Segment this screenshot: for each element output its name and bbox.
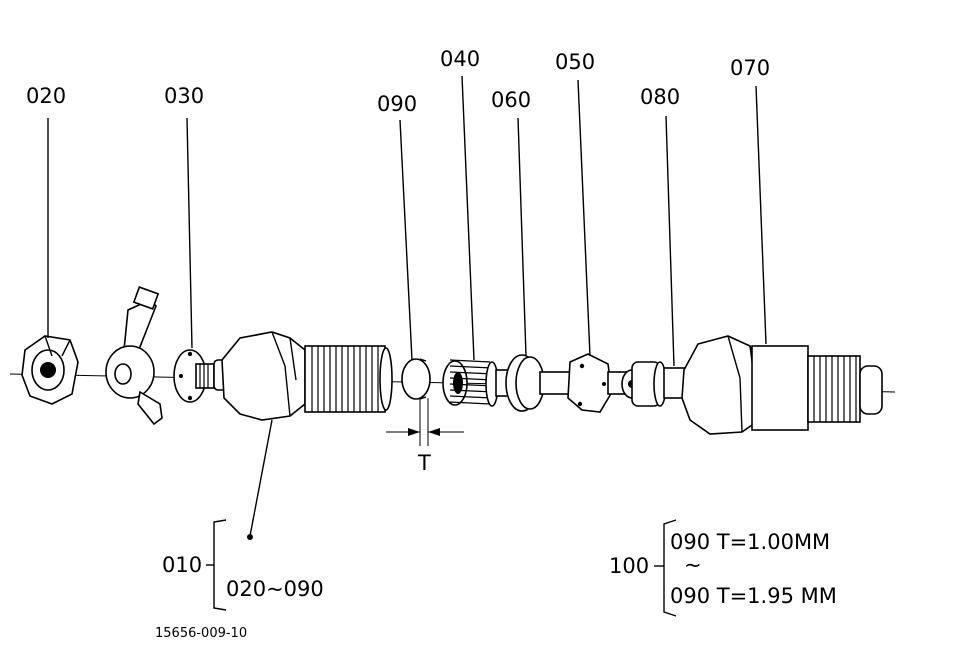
- label-050: 050: [555, 50, 595, 74]
- bracket-010: [206, 519, 227, 611]
- label-dim-t: T: [417, 451, 431, 475]
- part-010-holder-body: [221, 331, 393, 421]
- label-090: 090: [377, 92, 417, 116]
- label-030: 030: [164, 84, 204, 108]
- banjo-fitting: [105, 286, 163, 426]
- label-shim-tilde: ~: [684, 553, 702, 577]
- label-080: 080: [640, 85, 680, 109]
- part-060-washer: [495, 354, 577, 412]
- part-090-shim: [401, 358, 431, 400]
- nozzle-tip: [621, 361, 667, 407]
- part-020-nut: [21, 335, 79, 405]
- label-100: 100: [609, 554, 649, 578]
- reference-code: 15656-009-10: [155, 626, 247, 641]
- label-shim-min: 090 T=1.00MM: [670, 530, 830, 554]
- label-070: 070: [730, 56, 770, 80]
- label-060: 060: [491, 88, 531, 112]
- dimension-t: [386, 398, 464, 446]
- label-040: 040: [440, 47, 480, 71]
- bracket-100: [654, 519, 677, 617]
- leader-lines: [47, 75, 767, 540]
- part-070-retaining-nut: [681, 335, 883, 435]
- label-shim-max: 090 T=1.95 MM: [670, 584, 837, 608]
- label-010: 010: [162, 553, 202, 577]
- part-050-spacer: [567, 353, 629, 413]
- part-040-spring: [442, 359, 499, 407]
- label-010-range: 020~090: [226, 577, 324, 601]
- label-020: 020: [26, 84, 66, 108]
